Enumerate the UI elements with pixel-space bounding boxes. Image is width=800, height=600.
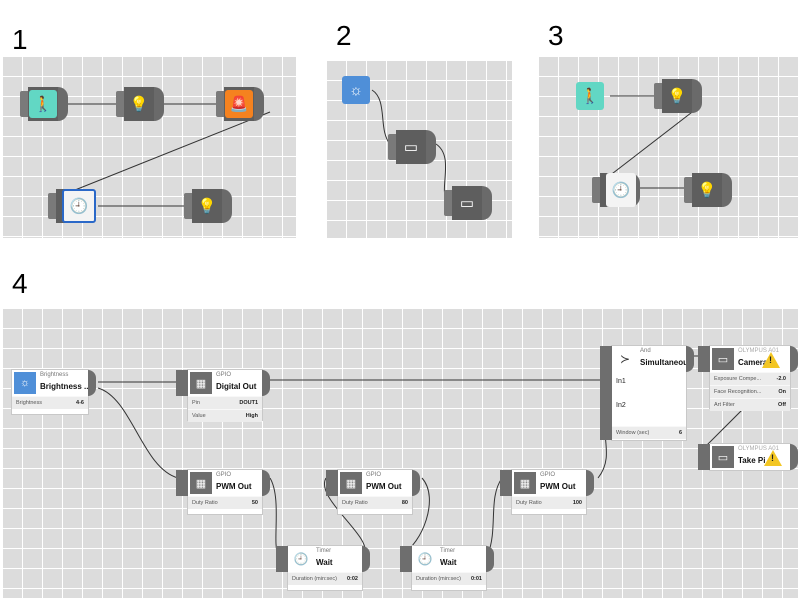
color-lamp-icon: 💡	[667, 88, 687, 105]
warning-icon: !	[762, 352, 780, 368]
row-value: 6	[678, 430, 682, 436]
lamp-block-2[interactable]: 💡	[184, 189, 232, 223]
row-value: Off	[778, 402, 786, 408]
timer-icon: 🕘	[414, 548, 436, 570]
panel-number-2: 2	[336, 20, 352, 51]
warning-icon: !	[764, 450, 782, 466]
alarm-block[interactable]: 🚨	[216, 87, 264, 121]
pwm-out-node-2[interactable]: ▦ GPIO PWM Out Duty Ratio 80	[326, 470, 420, 514]
row-key: Duty Ratio	[192, 500, 218, 506]
node-title: PWM Out	[216, 482, 252, 491]
row-value: 80	[401, 500, 408, 506]
camera-icon: ▭	[712, 446, 734, 468]
row-key: Duration (min:sec)	[292, 576, 337, 582]
timer-icon: 🕘	[62, 189, 96, 223]
node-category: OLYMPUS A01	[738, 348, 779, 354]
canvas-panel-4[interactable]: ☼ Brightness Brightness ... Brightness 4-…	[2, 308, 798, 598]
node-title: Wait	[316, 558, 333, 567]
camera-icon: ▭	[712, 348, 734, 370]
lamp-block-4[interactable]: 💡	[684, 173, 732, 207]
node-title: Camera	[738, 358, 768, 367]
timer-wait-node-2[interactable]: 🕘 Timer Wait Duration (min:sec) 0:01	[400, 546, 494, 590]
gpio-digital-out-node[interactable]: ▦ GPIO Digital Out Pin DOUT1 Value High	[176, 370, 270, 422]
node-category: OLYMPUS A01	[738, 446, 779, 452]
brightness-node-title: Brightness ...	[40, 382, 91, 391]
row-value: 0:02	[346, 576, 358, 582]
camera-icon: ▭	[403, 139, 419, 156]
camera-node-1[interactable]: ▭ OLYMPUS A01 Camera ! Exposure Compe...…	[698, 346, 798, 411]
pwm-out-node-3[interactable]: ▦ GPIO PWM Out Duty Ratio 100	[500, 470, 594, 514]
person-motion-sensor-icon[interactable]: 🚶	[576, 82, 604, 110]
row-key: Brightness	[16, 400, 42, 406]
timer-wait-node-1[interactable]: 🕘 Timer Wait Duration (min:sec) 0:02	[276, 546, 370, 590]
camera-node-2[interactable]: ▭ OLYMPUS A01 Take Pi !	[698, 444, 798, 470]
panel-number-3: 3	[548, 20, 564, 51]
row-key: Face Recognition...	[714, 389, 762, 395]
node-category: And	[640, 348, 651, 354]
node-category: Timer	[316, 548, 332, 554]
brightness-node-category: Brightness	[40, 372, 69, 378]
node-title: Wait	[440, 558, 457, 567]
camera-icon: ▭	[459, 195, 475, 212]
and-merge-icon: ≻	[614, 348, 636, 370]
timer-block-3[interactable]: 🕘	[592, 173, 640, 207]
person-sensor-block[interactable]: 🚶	[20, 87, 68, 121]
row-key: Value	[192, 413, 206, 419]
color-lamp-icon: 💡	[197, 198, 217, 215]
row-key: Duty Ratio	[342, 500, 368, 506]
lamp-block-3[interactable]: 💡	[654, 79, 702, 113]
gpio-connector-icon: ▦	[514, 472, 536, 494]
timer-icon: 🕘	[290, 548, 312, 570]
pwm-out-node-1[interactable]: ▦ GPIO PWM Out Duty Ratio 50	[176, 470, 270, 514]
wires-panel-1	[59, 103, 271, 207]
panel-number-1: 1	[12, 24, 28, 55]
node-category: GPIO	[366, 472, 382, 478]
and-input-1[interactable]: In1	[616, 378, 626, 385]
row-value: 4-6	[76, 400, 84, 406]
node-category: GPIO	[216, 372, 232, 378]
row-key: Duration (min:sec)	[416, 576, 461, 582]
row-value: -2.0	[776, 376, 786, 382]
brightness-sun-icon[interactable]: ☼	[342, 76, 370, 104]
row-value: 100	[572, 500, 582, 506]
node-category: Timer	[440, 548, 456, 554]
color-lamp-icon: 💡	[129, 96, 149, 113]
panel-number-4: 4	[12, 268, 28, 299]
canvas-panel-1[interactable]: 🚶 💡 🚨 🕘 💡	[2, 56, 296, 238]
row-key: Art Filter	[714, 402, 735, 408]
node-title: Take Pi	[738, 456, 766, 465]
canvas-panel-2[interactable]: ☼ ▭ ▭	[326, 60, 512, 238]
timer-icon: 🕘	[606, 173, 636, 207]
gpio-connector-icon: ▦	[190, 372, 212, 394]
gpio-connector-icon: ▦	[190, 472, 212, 494]
canvas-panel-3[interactable]: 🚶 💡 🕘 💡	[538, 56, 798, 238]
row-value: On	[778, 389, 786, 395]
and-input-2[interactable]: In2	[616, 402, 626, 409]
lamp-block-1[interactable]: 💡	[116, 87, 164, 121]
node-category: GPIO	[216, 472, 232, 478]
row-key: Window (sec)	[616, 430, 650, 436]
row-key: Pin	[192, 400, 200, 406]
camera-block-2[interactable]: ▭	[444, 186, 492, 220]
brightness-sun-icon: ☼	[14, 372, 36, 394]
node-title: PWM Out	[540, 482, 576, 491]
row-key: Duty Ratio	[516, 500, 542, 506]
row-key: Exposure Compe...	[714, 376, 762, 382]
row-value: 50	[251, 500, 258, 506]
alarm-light-icon: 🚨	[225, 90, 253, 118]
brightness-node[interactable]: ☼ Brightness Brightness ... Brightness 4-…	[12, 370, 96, 414]
person-motion-sensor-icon: 🚶	[29, 90, 57, 118]
node-title: Simultaneous	[640, 358, 693, 367]
color-lamp-icon: 💡	[697, 182, 717, 199]
row-value: DOUT1	[239, 400, 258, 406]
and-simultaneous-node[interactable]: ≻ And Simultaneous In1 In2 Window (sec) 6	[600, 346, 694, 440]
node-title: PWM Out	[366, 482, 402, 491]
row-value: High	[245, 413, 258, 419]
camera-block-1[interactable]: ▭	[388, 130, 436, 164]
gpio-connector-icon: ▦	[340, 472, 362, 494]
timer-block-selected[interactable]: 🕘	[48, 189, 96, 223]
node-title: Digital Out	[216, 382, 257, 391]
row-value: 0:01	[470, 576, 482, 582]
node-category: GPIO	[540, 472, 556, 478]
